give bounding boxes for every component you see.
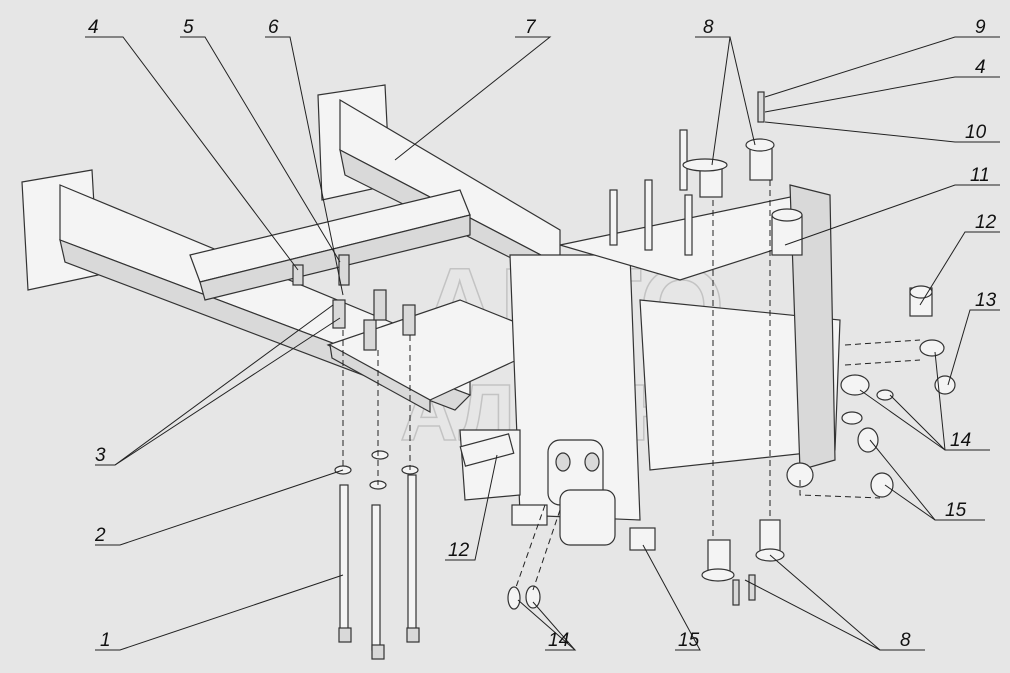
callout-5: 5 — [183, 17, 194, 38]
callout-10: 10 — [965, 122, 987, 143]
callout-6: 6 — [268, 17, 279, 38]
callout-15: 15 — [945, 500, 967, 521]
callout-2: 2 — [94, 525, 106, 546]
bushings-top — [682, 91, 775, 198]
callout-14: 14 — [548, 630, 569, 651]
nut-stacks — [292, 254, 416, 351]
pin-11 — [771, 208, 803, 256]
callout-7: 7 — [525, 17, 537, 38]
callout-8: 8 — [703, 17, 714, 38]
top-bolts — [609, 129, 693, 256]
callout-11: 11 — [970, 165, 990, 186]
callout-8: 8 — [900, 630, 911, 651]
assembly-lines — [342, 180, 921, 591]
callout-4: 4 — [975, 57, 986, 78]
bushings-bottom — [701, 519, 785, 606]
callout-13: 13 — [975, 290, 997, 311]
callout-15: 15 — [678, 630, 700, 651]
callout-14: 14 — [950, 430, 971, 451]
shackle — [547, 439, 616, 546]
bolts-long — [338, 474, 420, 660]
leader-lines — [85, 36, 1000, 651]
rings-right — [840, 339, 956, 425]
callout-12: 12 — [448, 540, 470, 561]
rings-bottom — [507, 585, 541, 610]
callout-labels: 4 5 6 7 8 9 4 10 11 12 13 14 15 8 3 2 1 … — [88, 17, 997, 651]
callout-4: 4 — [88, 17, 99, 38]
callout-12: 12 — [975, 212, 997, 233]
callout-9: 9 — [975, 17, 986, 38]
callout-3: 3 — [95, 445, 106, 466]
callout-1: 1 — [100, 630, 111, 651]
bushings-15 — [629, 427, 894, 551]
